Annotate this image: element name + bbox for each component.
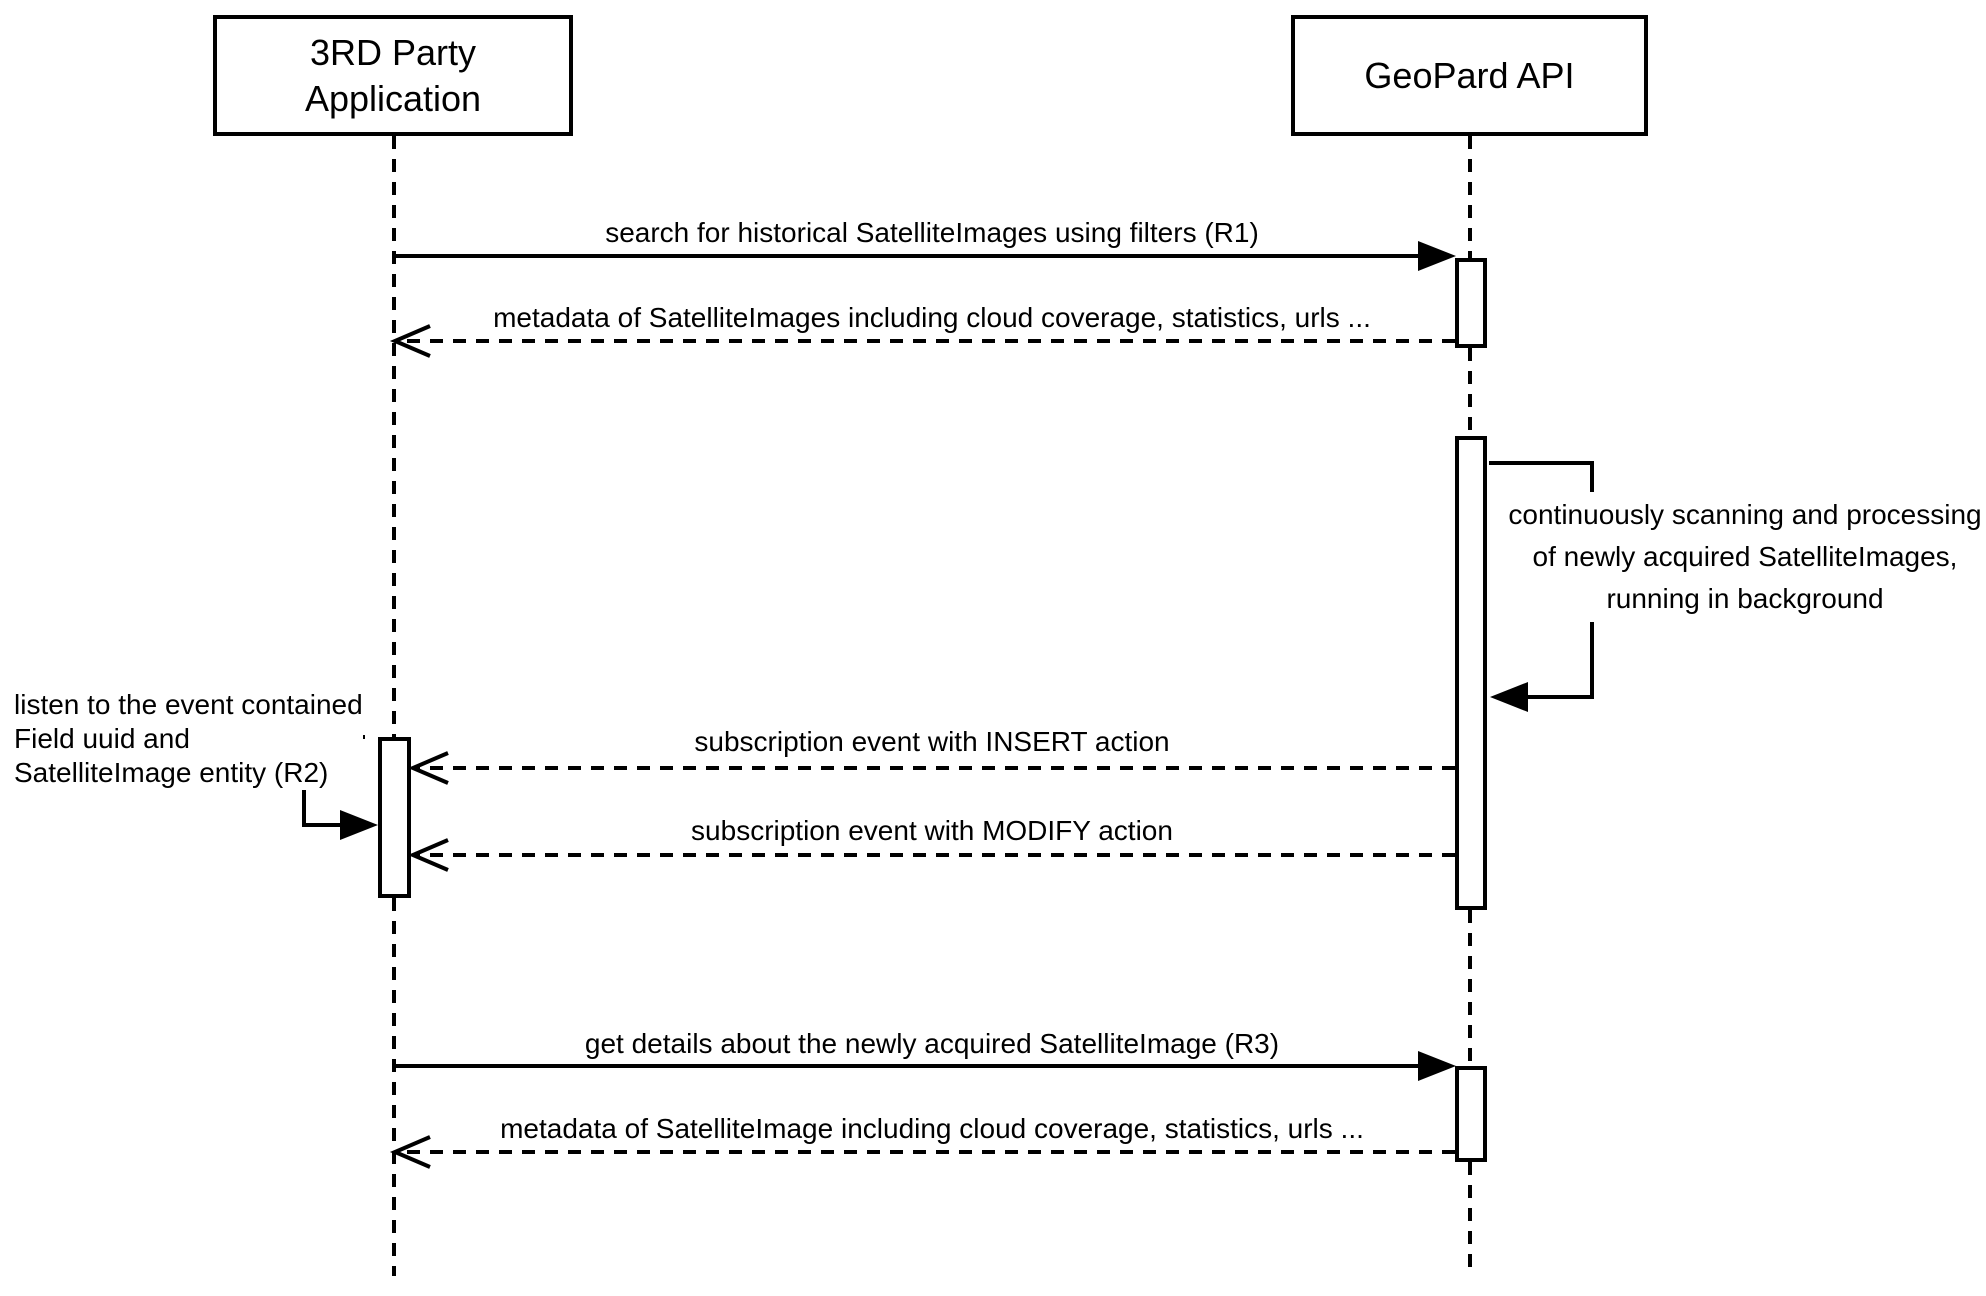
note-line: continuously scanning and processing bbox=[1508, 499, 1982, 530]
arrowhead-open-insert bbox=[407, 751, 449, 785]
note-continuous-scanning: continuously scanning and processing of … bbox=[1502, 492, 1986, 622]
activation-bar-geopard-scanning bbox=[1455, 436, 1487, 910]
arrowhead-open-metadata-images bbox=[389, 324, 431, 358]
arrowhead-filled-note-connector bbox=[340, 810, 378, 840]
message-label-metadata-image: metadata of SatelliteImage including clo… bbox=[494, 1114, 1370, 1144]
participant-title-line: Application bbox=[304, 77, 482, 119]
note-line: listen to the event contained bbox=[14, 689, 363, 720]
participant-box-geopard-api: GeoPard API bbox=[1291, 15, 1648, 136]
note-line: of newly acquired SatelliteImages, bbox=[1532, 541, 1958, 572]
note-listen-to-event: listen to the event contained Field uuid… bbox=[14, 688, 363, 790]
message-label-search: search for historical SatelliteImages us… bbox=[599, 218, 1265, 248]
arrowhead-filled-search bbox=[1418, 241, 1456, 271]
participant-title-line: 3RD Party bbox=[309, 31, 477, 73]
message-label-modify-event: subscription event with MODIFY action bbox=[685, 816, 1179, 846]
note-line: SatelliteImage entity (R2) bbox=[14, 757, 329, 788]
arrowhead-filled-self-loop bbox=[1490, 682, 1528, 712]
message-label-insert-event: subscription event with INSERT action bbox=[688, 727, 1176, 757]
note-line: Field uuid and bbox=[14, 723, 190, 754]
participant-box-third-party-application: 3RD Party Application bbox=[213, 15, 573, 136]
note-elbow-connector bbox=[302, 786, 344, 827]
activation-bar-geopard-details bbox=[1455, 1066, 1487, 1162]
arrowhead-filled-get-details bbox=[1418, 1051, 1456, 1081]
participant-title-line: GeoPard API bbox=[1364, 54, 1575, 96]
activation-bar-geopard-search bbox=[1455, 258, 1487, 348]
message-label-get-details: get details about the newly acquired Sat… bbox=[578, 1029, 1286, 1059]
arrowhead-open-modify bbox=[407, 838, 449, 872]
note-line: running in background bbox=[1606, 583, 1884, 614]
message-label-metadata-images: metadata of SatelliteImages including cl… bbox=[487, 303, 1377, 333]
arrowhead-open-metadata-image bbox=[389, 1135, 431, 1169]
activation-bar-third-party-listener bbox=[378, 737, 411, 898]
